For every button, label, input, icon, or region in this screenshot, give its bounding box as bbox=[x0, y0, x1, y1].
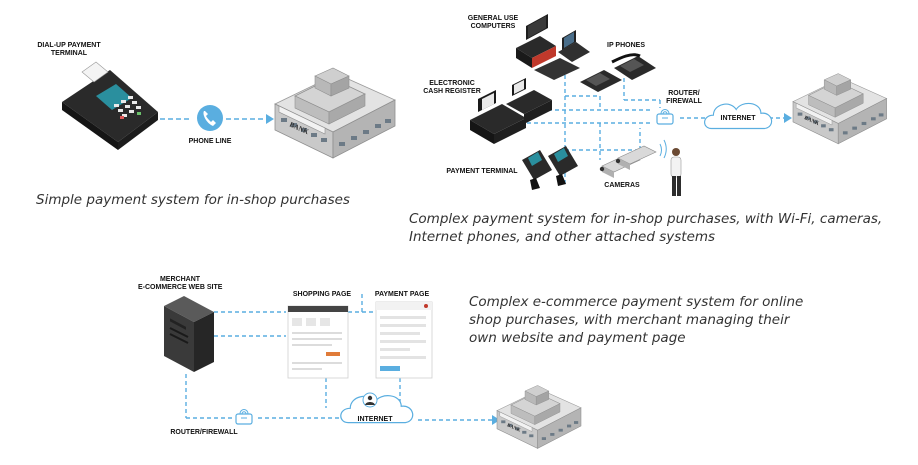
router-firewall-icon bbox=[656, 108, 674, 125]
electronic-cash-register bbox=[470, 78, 552, 144]
caption-ecommerce-line3: own website and payment page bbox=[469, 330, 686, 346]
ecommerce-connectors bbox=[185, 294, 494, 421]
merchant-web-server bbox=[164, 296, 214, 372]
cameras bbox=[599, 145, 657, 178]
caption-simple-payment: Simple payment system for in-shop purcha… bbox=[36, 192, 350, 208]
svg-text:BANK: BANK bbox=[506, 423, 521, 433]
caption-ecommerce-line1: Complex e-commerce payment system for on… bbox=[469, 294, 804, 310]
dial-up-payment-terminal bbox=[62, 61, 158, 150]
router-firewall-icon-2 bbox=[235, 408, 253, 425]
diagram-simple-payment: BANK bbox=[62, 61, 396, 159]
general-use-computers-label-line1: GENERAL USE bbox=[467, 15, 519, 22]
payment-page-label: PAYMENT PAGE bbox=[374, 291, 430, 298]
general-use-computers bbox=[516, 14, 590, 80]
phone-line-label: PHONE LINE bbox=[188, 138, 232, 145]
caption-complex-instore-line1: Complex payment system for in-shop purch… bbox=[409, 211, 883, 227]
shopping-page-label: SHOPPING PAGE bbox=[292, 291, 352, 298]
general-use-computers-label-line2: COMPUTERS bbox=[470, 23, 516, 30]
dial-up-terminal-label-line2: TERMINAL bbox=[50, 50, 88, 57]
ip-phones bbox=[580, 53, 656, 92]
dial-up-terminal-label-line1: DIAL-UP PAYMENT bbox=[37, 42, 101, 49]
general-use-computers-label: GENERAL USE COMPUTERS bbox=[462, 15, 524, 31]
diagram-ecommerce: BANK bbox=[164, 294, 582, 449]
payment-terminal-label: PAYMENT TERMINAL bbox=[446, 168, 518, 175]
cash-register-label-line2: CASH REGISTER bbox=[423, 88, 481, 95]
internet-label: INTERNET bbox=[720, 115, 756, 122]
diagram-complex-instore: BANK bbox=[470, 14, 887, 196]
caption-complex-instore-line2: Internet phones, and other attached syst… bbox=[409, 229, 716, 245]
payment-page-mockup bbox=[375, 301, 433, 379]
bank-building-3: BANK bbox=[496, 385, 582, 449]
internet-label-2: INTERNET bbox=[357, 416, 393, 423]
shopping-page-mockup bbox=[287, 305, 349, 379]
cameras-label: CAMERAS bbox=[604, 182, 640, 189]
user-icon bbox=[362, 392, 378, 408]
caption-ecommerce-line2: shop purchases, with merchant managing t… bbox=[469, 312, 790, 328]
router-firewall-label-2: ROUTER/FIREWALL bbox=[170, 429, 238, 436]
merchant-website-label: MERCHANT E-COMMERCE WEB SITE bbox=[138, 276, 222, 292]
cash-register-label: ELECTRONIC CASH REGISTER bbox=[417, 80, 487, 96]
phone-icon bbox=[197, 105, 223, 131]
router-firewall-label: ROUTER/ FIREWALL bbox=[660, 90, 708, 106]
caption-complex-instore: Complex payment system for in-shop purch… bbox=[409, 210, 882, 246]
merchant-website-label-line2: E-COMMERCE WEB SITE bbox=[138, 284, 223, 291]
person-with-phone bbox=[659, 139, 682, 196]
merchant-website-label-line1: MERCHANT bbox=[159, 276, 201, 283]
router-firewall-label-line1: ROUTER/ bbox=[668, 90, 700, 97]
caption-ecommerce: Complex e-commerce payment system for on… bbox=[469, 293, 803, 347]
cash-register-label-line1: ELECTRONIC bbox=[429, 80, 475, 87]
dial-up-terminal-label: DIAL-UP PAYMENT TERMINAL bbox=[28, 42, 110, 58]
bank-building-1: BANK bbox=[274, 67, 396, 159]
bank-building-2: BANK bbox=[792, 73, 887, 145]
router-firewall-label-line2: FIREWALL bbox=[666, 98, 702, 105]
payment-terminals bbox=[522, 146, 578, 190]
ip-phones-label: IP PHONES bbox=[607, 42, 645, 49]
